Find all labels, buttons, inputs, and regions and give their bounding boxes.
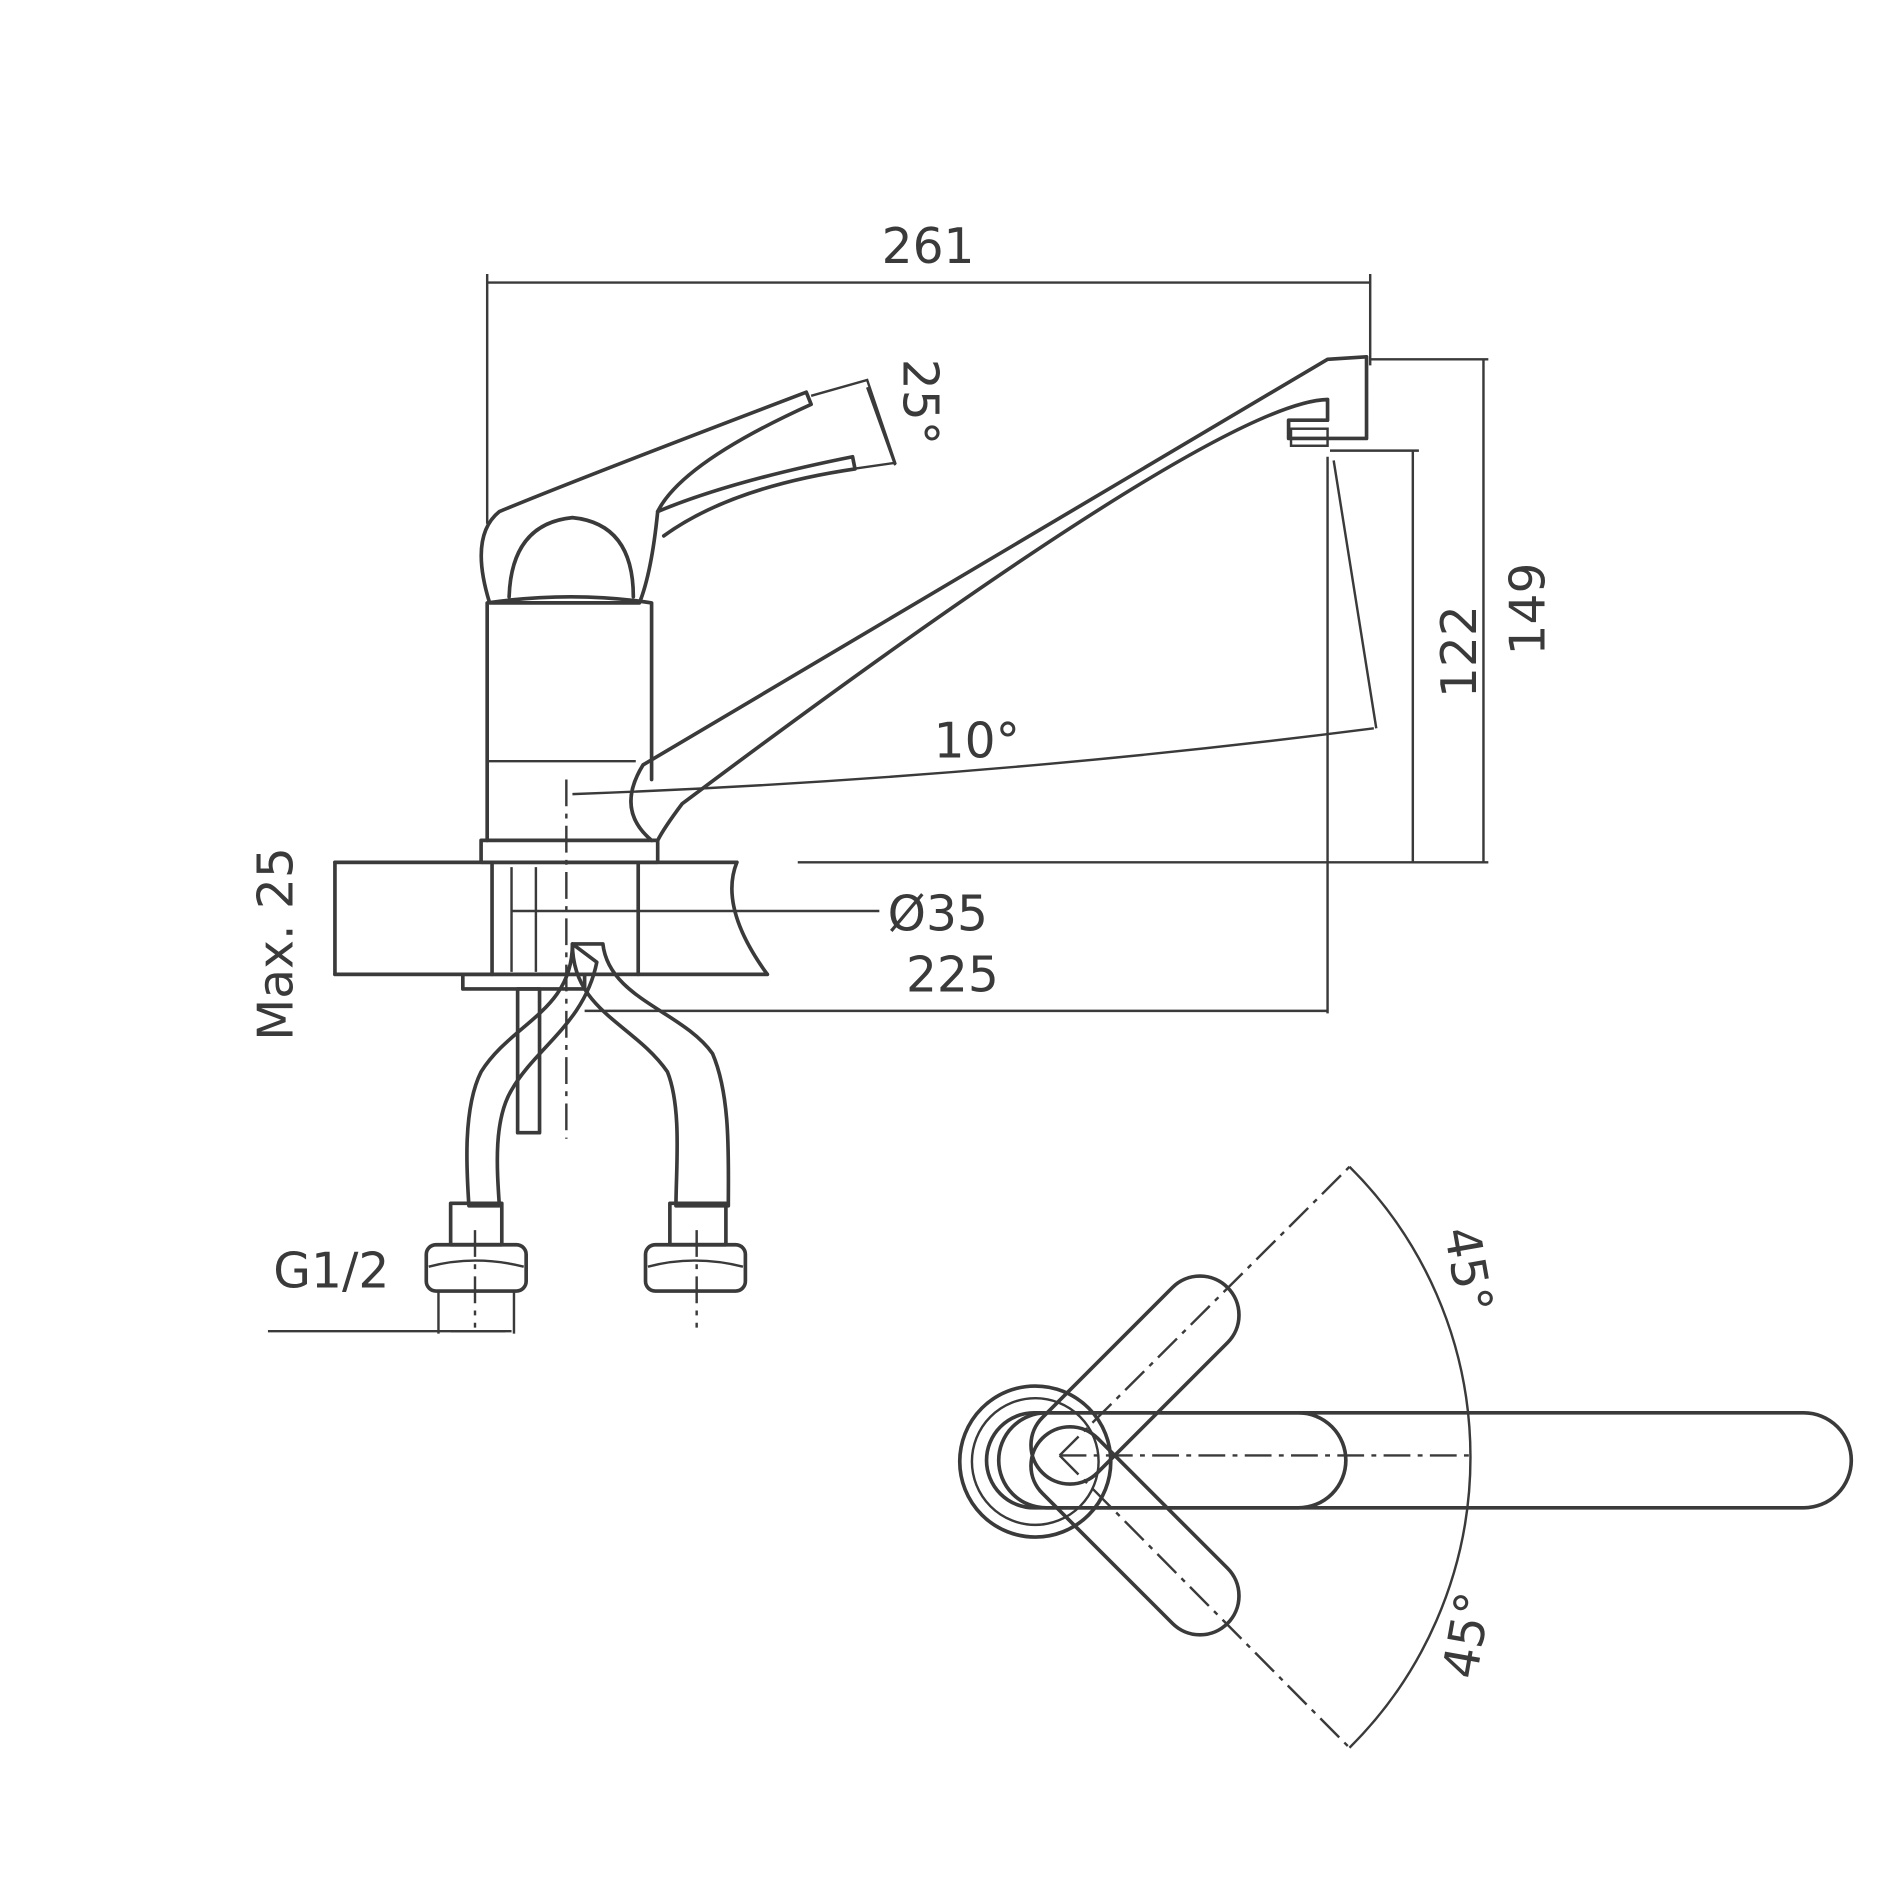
dim-handle-angle: 25° <box>892 359 948 445</box>
hose-right <box>570 942 731 1208</box>
base-plate <box>479 838 660 865</box>
dim-hole-diameter: Ø35 <box>888 887 988 943</box>
dim-max-thickness: Max. 25 <box>248 847 304 1041</box>
rotation-arc <box>1348 1165 1472 1749</box>
side-view <box>333 355 1369 1328</box>
faucet-body <box>485 595 654 843</box>
dim-total-height: 149 <box>1500 562 1556 655</box>
top-view <box>957 1165 1854 1749</box>
hose-left <box>465 942 599 1208</box>
dim-overall-length: 261 <box>882 219 975 275</box>
dim-thread: G1/2 <box>273 1243 389 1299</box>
dim-spout-angle: 10° <box>934 714 1020 770</box>
dim-rotation-left: 45° <box>1432 1223 1502 1318</box>
lever-handle <box>479 390 813 605</box>
handle-raised-outline <box>810 378 897 471</box>
dimension-lines <box>267 274 1489 1334</box>
handle-top <box>984 1410 1348 1510</box>
mounting-stud <box>515 987 542 1135</box>
countertop-section <box>333 860 770 977</box>
aerator <box>1289 427 1329 447</box>
dimension-labels: 261 25° 149 122 10° Ø35 225 Max. 25 G1/2… <box>248 219 1556 1683</box>
dim-spout-reach: 225 <box>906 947 999 1003</box>
dim-spout-height: 122 <box>1432 605 1488 698</box>
spout <box>629 355 1369 843</box>
spout-top <box>996 1410 1854 1510</box>
